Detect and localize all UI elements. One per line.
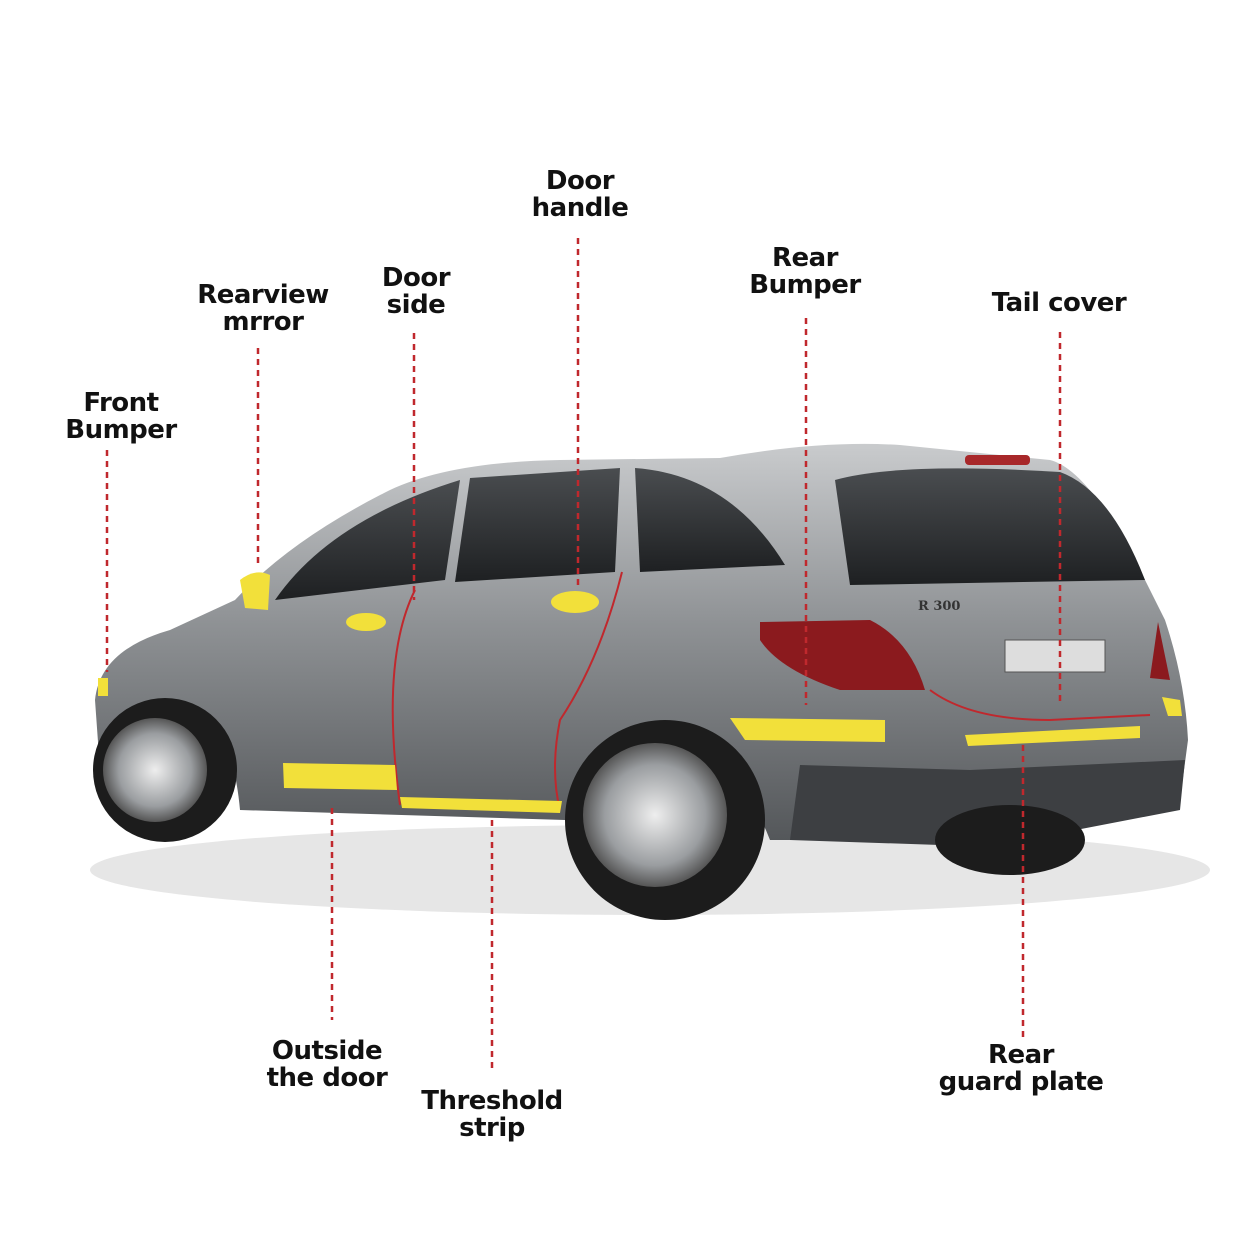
label-tail-cover: Tail cover (991, 288, 1127, 318)
tail-light-left (760, 620, 925, 690)
threshold-strip (400, 797, 562, 813)
license-plate (1004, 639, 1106, 673)
rear-bumper-lower (790, 760, 1185, 845)
brake-light (965, 455, 1030, 465)
front-bumper-strip (98, 678, 108, 696)
rear-side-window (635, 468, 785, 572)
rear-bumper-strip (730, 718, 885, 742)
rear-corner-strip (1162, 697, 1182, 716)
door-handle-protector (346, 613, 386, 631)
leader-lines (105, 238, 1062, 1070)
mirror-protector (240, 572, 270, 610)
outside-door-strip (283, 763, 397, 790)
rear-guard-plate-strip (965, 726, 1140, 746)
rear-wheel (565, 720, 765, 920)
tail-light-right (1150, 622, 1170, 680)
rear-windshield (835, 468, 1145, 585)
door-handle-protector (551, 591, 599, 613)
front-wheel (93, 698, 237, 842)
door-edge-line (391, 589, 416, 806)
far-rear-wheel (935, 805, 1085, 875)
middle-window (455, 468, 620, 582)
model-badge: R 300 (918, 599, 960, 614)
door-edge-line (554, 571, 623, 811)
tail-edge-line (929, 689, 1151, 722)
